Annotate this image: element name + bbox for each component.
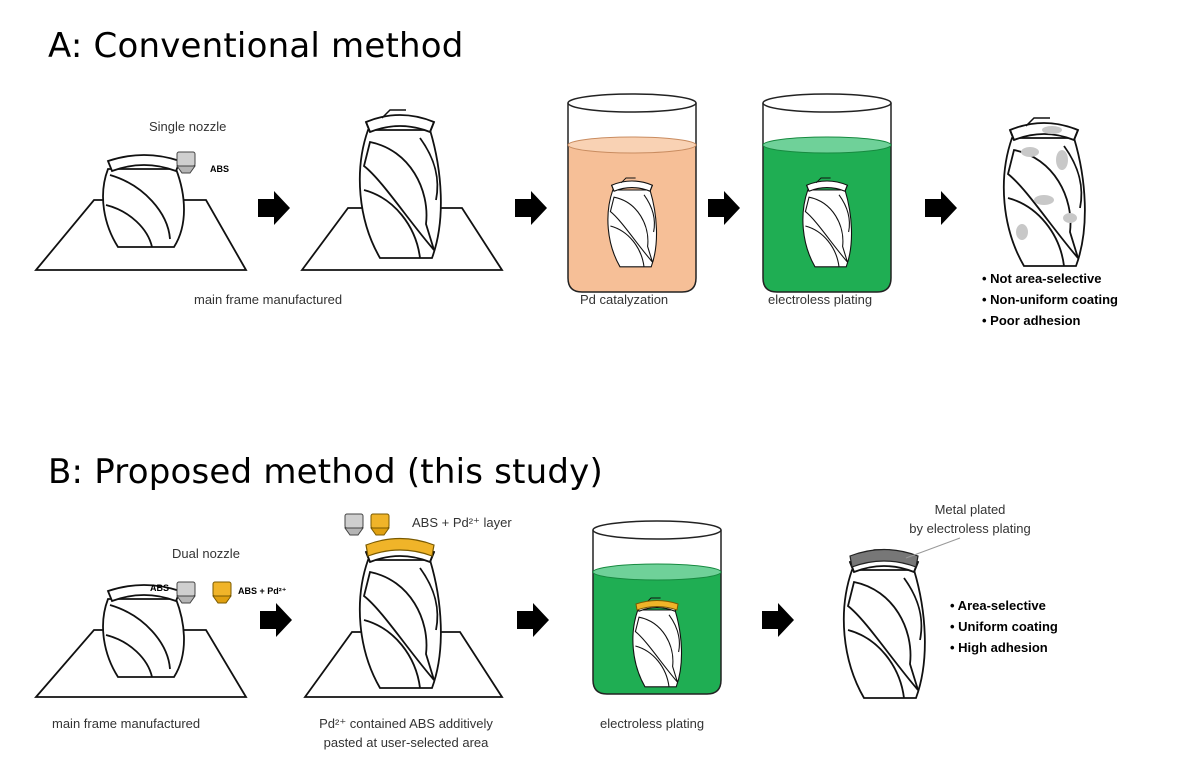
b-caption-electroless-plating: electroless plating [600, 716, 705, 731]
a-printer-bed [34, 154, 248, 271]
a-arrow-4 [925, 191, 957, 225]
b-arrow-1 [260, 603, 292, 637]
b-plated-label-line1: Metal plated [934, 502, 1006, 517]
b-printed-frame [303, 537, 504, 698]
b-plated-label-line2: by electroless plating [909, 521, 1031, 536]
b-caption-main-frame: main frame manufactured [52, 716, 201, 731]
b-plating-beaker [592, 520, 722, 695]
b-abs-nozzle-icon [176, 581, 196, 604]
a-arrow-3 [708, 191, 740, 225]
b-caption-paste: Pd²⁺ contained ABS additively pasted at … [296, 714, 516, 752]
b-arrow-2 [517, 603, 549, 637]
a-arrow-1 [258, 191, 290, 225]
b-result-object [842, 537, 961, 699]
b-result-item: • Area-selective [950, 598, 1046, 613]
section-a-title: A: Conventional method [48, 26, 464, 66]
a-result-item: • Not area-selective [982, 271, 1102, 286]
a-caption-electroless-plating: electroless plating [768, 292, 873, 307]
b-caption-paste-line2: pasted at user-selected area [323, 735, 489, 750]
a-result-item: • Poor adhesion [982, 313, 1081, 328]
b-nozzle-pair-icon [344, 513, 390, 536]
b-printer-bed [34, 584, 248, 698]
b-plated-label: Metal plated by electroless plating [890, 500, 1050, 538]
b-arrow-3 [762, 603, 794, 637]
a-results-list: • Not area-selective • Non-uniform coati… [982, 268, 1118, 331]
a-nozzle-label: Single nozzle [149, 119, 227, 134]
a-pd-beaker [567, 93, 697, 293]
a-printed-frame [300, 109, 504, 271]
b-layer-label: ABS + Pd²⁺ layer [412, 515, 512, 530]
b-abs-pd-label: ABS + Pd²⁺ [238, 586, 287, 596]
a-caption-pd-catalyzation: Pd catalyzation [580, 292, 669, 307]
b-abs-label: ABS [150, 583, 170, 593]
b-nozzle-label: Dual nozzle [172, 546, 240, 561]
a-result-object [1002, 117, 1086, 267]
b-result-item: • Uniform coating [950, 619, 1058, 634]
b-abs-pd-nozzle-icon [212, 581, 232, 604]
a-single-nozzle-icon [176, 151, 196, 174]
a-caption-main-frame: main frame manufactured [194, 292, 343, 307]
a-result-item: • Non-uniform coating [982, 292, 1118, 307]
section-b-title: B: Proposed method (this study) [48, 452, 603, 492]
b-result-item: • High adhesion [950, 640, 1048, 655]
b-caption-paste-line1: Pd²⁺ contained ABS additively [319, 716, 493, 731]
b-results-list: • Area-selective • Uniform coating • Hig… [950, 595, 1058, 658]
a-arrow-2 [515, 191, 547, 225]
a-plating-beaker [762, 93, 892, 293]
a-abs-label: ABS [210, 164, 230, 174]
